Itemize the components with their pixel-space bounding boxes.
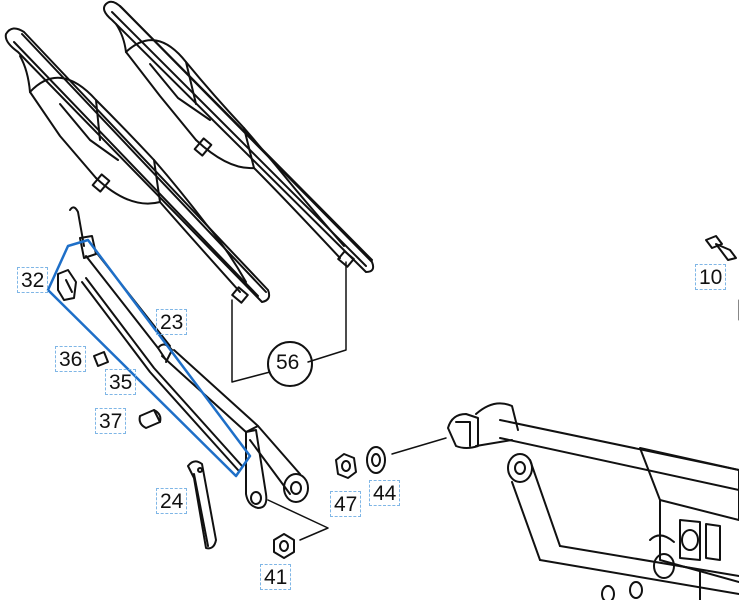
callout-35[interactable]: 35 — [105, 369, 137, 395]
arm-pivot-bracket — [245, 429, 268, 509]
wiper-arm — [69, 206, 309, 503]
callout-44[interactable]: 44 — [369, 480, 401, 506]
wiper-blade-right — [103, 0, 375, 273]
callout-32[interactable]: 32 — [17, 267, 49, 293]
part-10-bolt — [705, 235, 737, 261]
callout-47[interactable]: 47 — [330, 491, 362, 517]
callout-10[interactable]: 10 — [695, 264, 727, 290]
callout-24[interactable]: 24 — [156, 488, 188, 514]
callout-56[interactable]: 56 — [276, 351, 300, 374]
callout-23[interactable]: 23 — [156, 309, 188, 335]
highlight-outline — [46, 238, 252, 478]
wiper-blade-left — [4, 27, 271, 304]
clip-part-32 — [57, 269, 77, 301]
callout-circle-56 — [267, 341, 313, 387]
nut-part-47 — [335, 453, 357, 479]
link-part-24 — [187, 460, 217, 550]
washer-part-44 — [366, 446, 386, 474]
cap-part-36 — [93, 351, 109, 367]
cap-part-37 — [138, 409, 162, 429]
callout-41[interactable]: 41 — [260, 564, 292, 590]
nut-part-41 — [273, 533, 295, 559]
callout-36[interactable]: 36 — [55, 346, 87, 372]
callout-37[interactable]: 37 — [95, 408, 127, 434]
wiper-linkage-assembly — [447, 402, 739, 600]
